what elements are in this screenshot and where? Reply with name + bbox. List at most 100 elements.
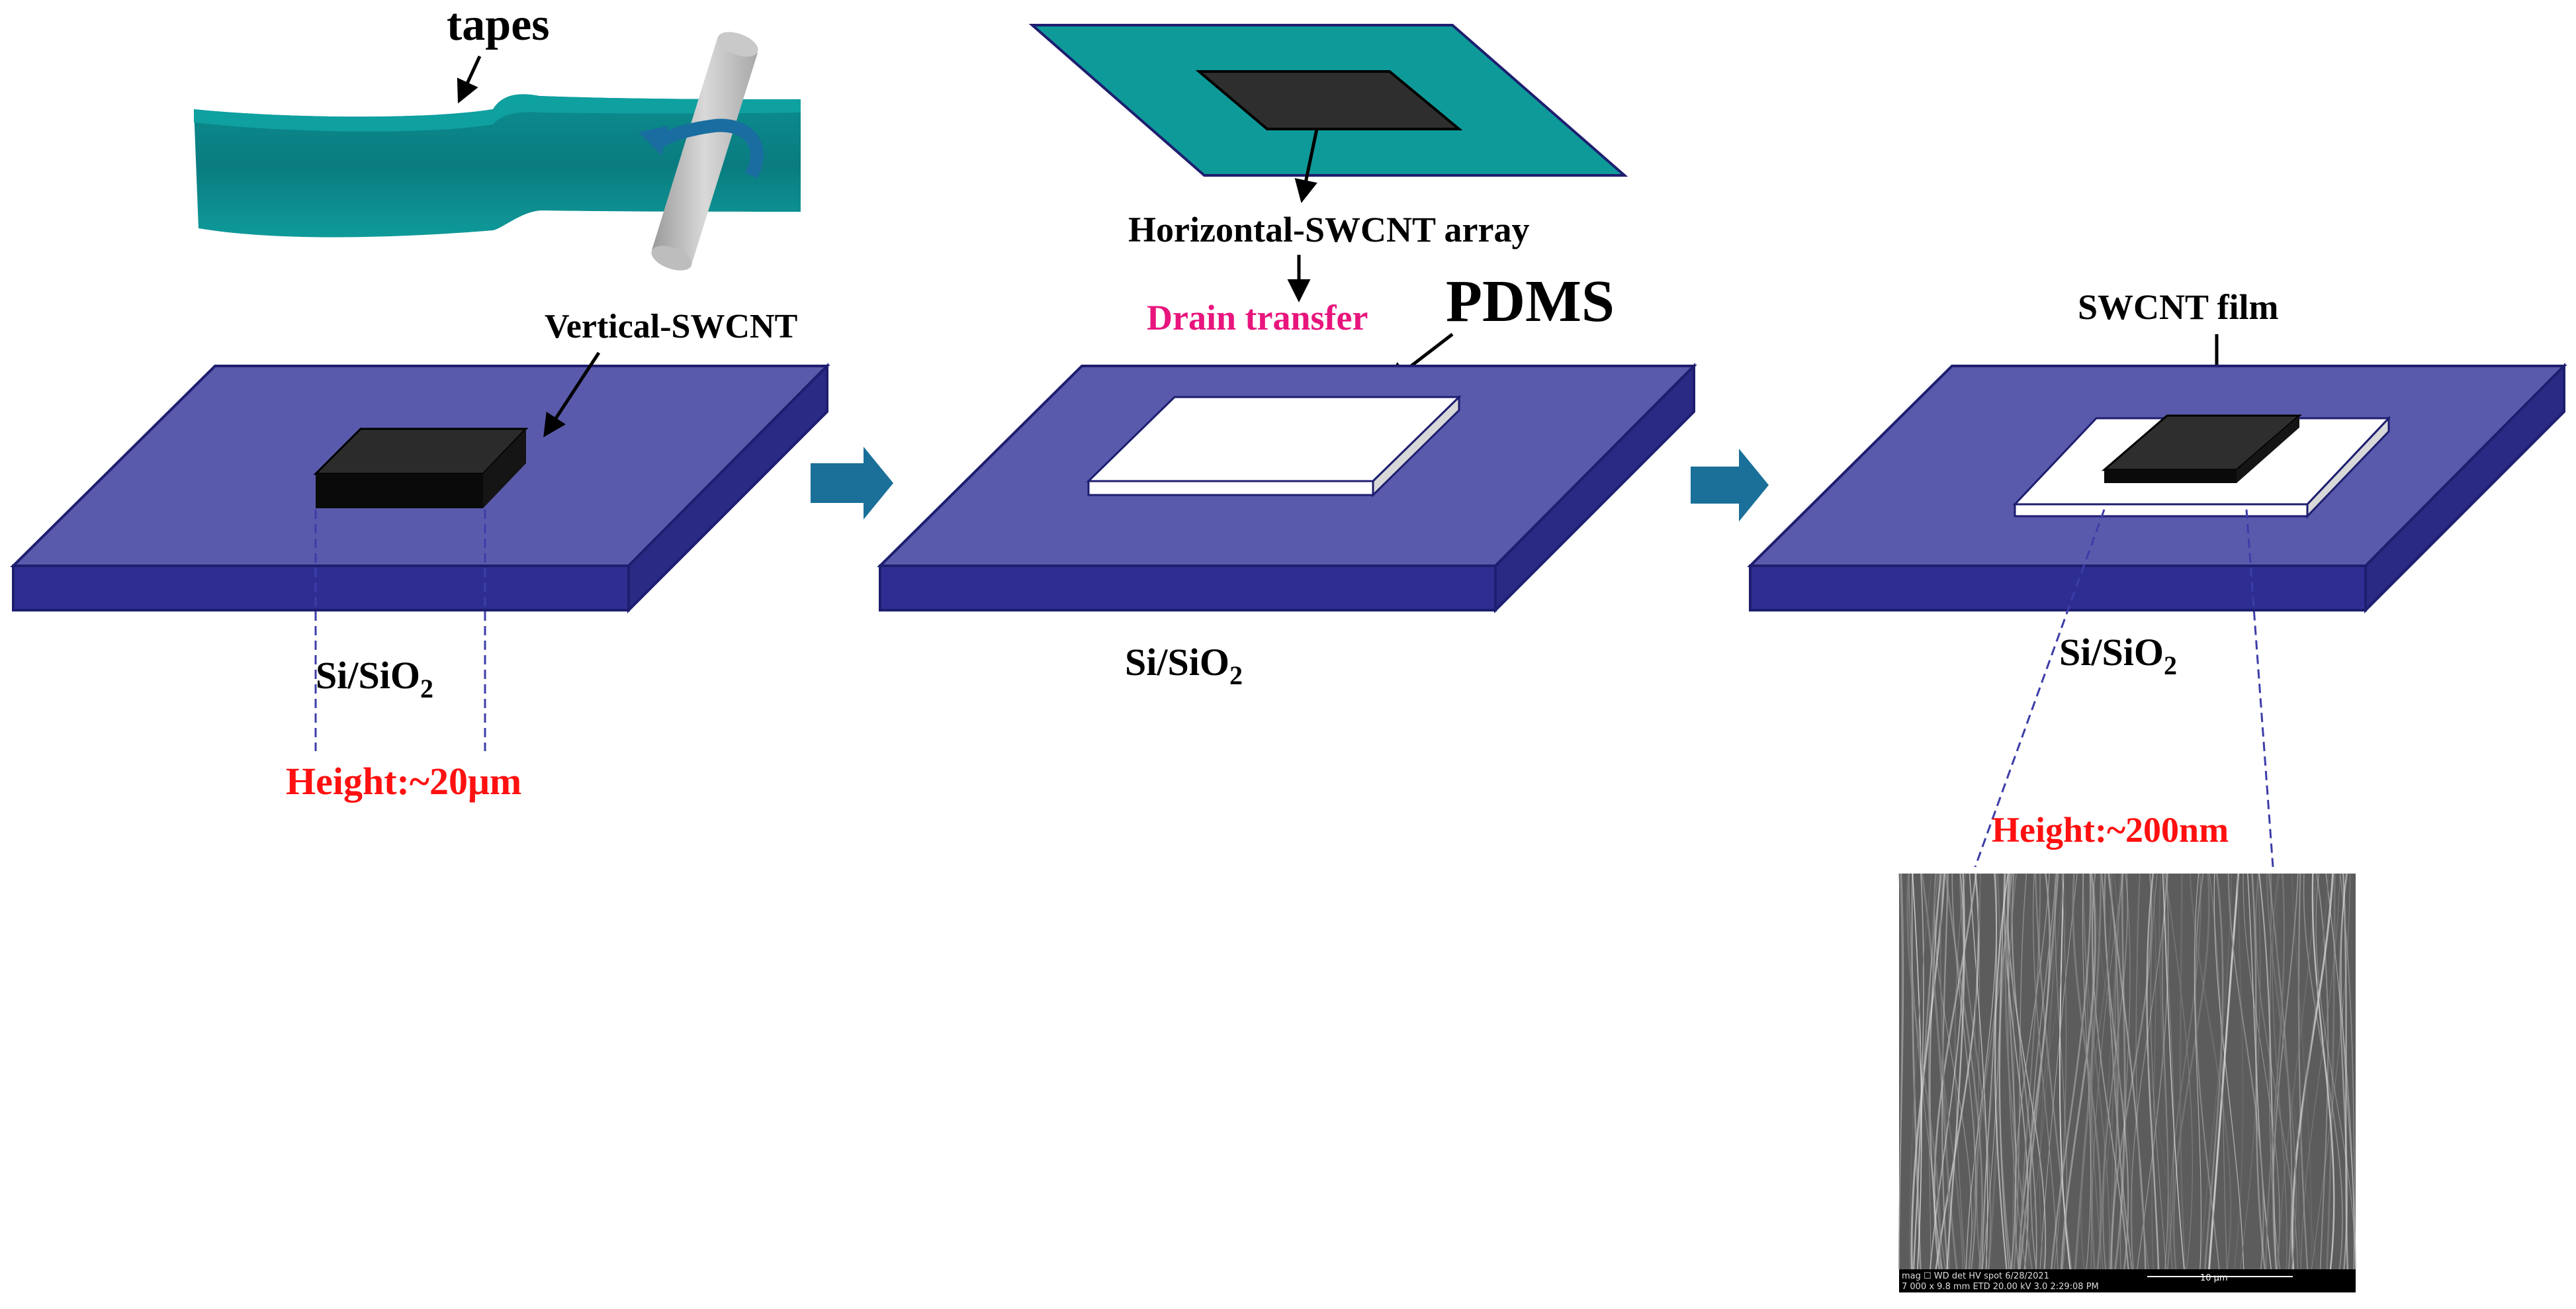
sem-fibre	[2004, 873, 2029, 1270]
sem-fibre	[1951, 873, 1976, 1270]
tapes-label: tapes	[447, 0, 550, 50]
sem-fibre	[2094, 873, 2133, 1270]
sem-fibre	[2194, 873, 2220, 1270]
sem-fibre	[2164, 873, 2175, 1270]
sem-fibre	[1933, 873, 1977, 1270]
substrate-1-label: Si/SiO2	[316, 654, 433, 703]
sem-fibre	[1988, 873, 2002, 1270]
sem-fibre	[2213, 873, 2244, 1270]
sem-fibre	[2297, 873, 2330, 1270]
step-arrow-2-icon	[1691, 449, 1769, 521]
horizontal-swcnt-label: Horizontal-SWCNT array	[1128, 210, 1529, 249]
sem-fibre	[2074, 873, 2102, 1270]
sem-fibre	[2012, 873, 2037, 1270]
sem-fibre	[2135, 873, 2149, 1270]
sem-fibre	[2164, 873, 2194, 1270]
sem-fibre	[2004, 873, 2033, 1270]
sem-fibre	[2026, 873, 2066, 1270]
sem-fibre	[2169, 873, 2201, 1270]
sem-fibre	[2199, 873, 2233, 1270]
sem-fibre	[2019, 873, 2059, 1270]
sem-fibre	[2272, 873, 2287, 1270]
sem-scale-bar: 10 μm	[2200, 1273, 2228, 1283]
sem-fibre	[2325, 873, 2355, 1270]
sem-fibre	[2265, 873, 2286, 1270]
sem-fibre	[2311, 873, 2351, 1270]
sem-fibre	[2146, 873, 2160, 1270]
panel-1: tapes Vertical-SWCNT Si/SiO2 Height:~20μ…	[10, 0, 830, 803]
sem-fibre	[2055, 873, 2068, 1270]
sem-fibre	[1906, 873, 1941, 1270]
sem-fibre	[2300, 873, 2340, 1270]
sem-fibre	[2053, 873, 2067, 1270]
drain-transfer-label: Drain transfer	[1147, 298, 1368, 338]
substrate-2-label: Si/SiO2	[1125, 641, 1243, 690]
sem-fibre	[2339, 873, 2348, 1270]
sem-fibre	[2179, 873, 2186, 1270]
sem-fibre	[2311, 873, 2335, 1270]
sem-fibre	[2090, 873, 2124, 1270]
sem-info-row1: mag ☐ WD det HV spot 6/28/2021	[1902, 1271, 2049, 1281]
sem-fibre	[2034, 873, 2072, 1270]
pdms-slab	[1086, 394, 1462, 498]
vertical-swcnt-label: Vertical-SWCNT	[545, 308, 797, 345]
sem-fibre	[2162, 873, 2185, 1270]
sem-fibre	[2151, 873, 2156, 1270]
sem-fibre	[2172, 873, 2210, 1270]
sem-fibre	[1981, 873, 1998, 1270]
sem-fibre	[2007, 873, 2047, 1270]
sem-fibre	[2258, 873, 2277, 1270]
horizontal-swcnt-plate	[1028, 24, 1628, 177]
sem-fibre	[2194, 873, 2201, 1270]
sem-fibre	[2316, 873, 2329, 1270]
sem-fibre	[2114, 873, 2126, 1270]
sem-fibre	[1930, 873, 1965, 1270]
pdms-label: PDMS	[1446, 269, 1615, 334]
sem-fibre	[1945, 873, 1983, 1270]
sem-fibre	[2268, 873, 2293, 1270]
sem-fibre	[1939, 873, 1951, 1270]
sem-fibre	[2080, 873, 2113, 1270]
vertical-swcnt-block	[313, 428, 529, 508]
panel-3: SWCNT film Si/SiO2 Height:~200nm	[1747, 287, 2567, 1292]
sem-fibre	[2050, 873, 2092, 1270]
sem-fibre	[2029, 873, 2057, 1270]
sem-fibre	[2014, 873, 2050, 1270]
sem-fibre	[1969, 873, 1988, 1270]
sem-fibre	[1929, 873, 1943, 1270]
sem-fibre	[2039, 873, 2078, 1270]
sem-fibre	[2096, 873, 2121, 1270]
sem-fibre	[1982, 873, 2005, 1270]
sem-fibre	[2032, 873, 2059, 1270]
sem-fibre	[2082, 873, 2110, 1270]
substrate-3-label: Si/SiO2	[2059, 631, 2177, 680]
sem-fibre	[2240, 873, 2261, 1270]
sem-fibre	[2227, 873, 2264, 1270]
sem-fibre	[1933, 873, 1973, 1270]
step-arrow-1-icon	[811, 447, 893, 519]
sem-fibre	[2137, 873, 2169, 1270]
sem-fibre	[2039, 873, 2065, 1270]
sem-fibre	[2136, 873, 2176, 1270]
sem-fibre	[2297, 873, 2309, 1270]
sem-fibre	[1946, 873, 1965, 1270]
sem-fibre	[2150, 873, 2167, 1270]
panel-2: Horizontal-SWCNT array Drain transfer PD…	[877, 24, 1697, 690]
sem-fibre	[2130, 873, 2168, 1270]
sem-fibre	[2109, 873, 2123, 1270]
swcnt-film-label: SWCNT film	[2078, 287, 2279, 327]
sem-fibre	[2266, 873, 2297, 1270]
sem-fibre	[1935, 873, 1980, 1270]
sem-fibre	[2025, 873, 2055, 1270]
sem-fibre	[2059, 873, 2071, 1270]
sem-fibre	[2119, 873, 2131, 1270]
sem-fibre	[2326, 873, 2336, 1270]
sem-fibre	[2060, 873, 2096, 1270]
sem-fibre	[2014, 873, 2027, 1270]
sem-fibre	[2315, 873, 2356, 1270]
sem-fibre	[2340, 873, 2356, 1270]
sem-fibre	[1932, 873, 1964, 1270]
height-200nm-label: Height:~200nm	[1992, 810, 2229, 850]
